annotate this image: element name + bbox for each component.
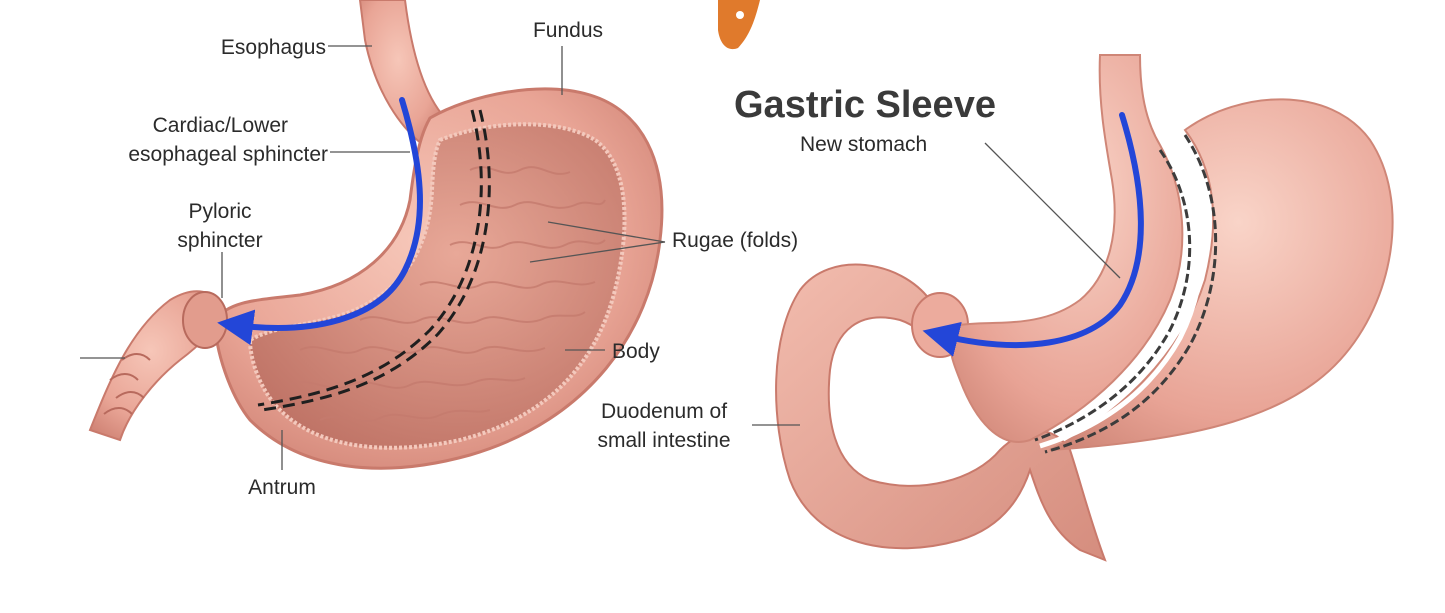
label-cardiac-line1: Cardiac/Lower — [152, 114, 288, 137]
staple-lines — [1034, 134, 1218, 454]
label-antrum: Antrum — [248, 476, 316, 499]
food-flow-arrow-right — [922, 112, 1144, 357]
page-title: Gastric Sleeve — [734, 84, 996, 126]
removed-stomach-portion — [1049, 98, 1394, 451]
right-duodenum — [775, 263, 1107, 562]
left-stomach — [88, 0, 664, 470]
right-stomach — [775, 54, 1394, 562]
label-duodenum-line2: small intestine — [597, 429, 731, 452]
label-new-stomach: New stomach — [800, 133, 928, 156]
sleeve-cut-line — [257, 109, 491, 412]
staple-gap — [1039, 140, 1205, 449]
stomach-interior — [247, 122, 627, 450]
label-cardiac-line2: esophageal sphincter — [128, 143, 328, 166]
leader-lines-right — [752, 142, 1121, 426]
label-fundus: Fundus — [532, 19, 604, 42]
label-body: Body — [612, 340, 660, 363]
label-esophagus: Esophagus — [220, 36, 326, 59]
rugae-folds — [289, 166, 606, 423]
pyloric-sphincter — [182, 291, 228, 349]
brand-logo — [718, 0, 760, 50]
label-pyloric-line1: Pyloric — [188, 200, 252, 223]
label-pyloric-line2: sphincter — [177, 229, 263, 252]
leader-lines-left — [80, 45, 666, 470]
label-duodenum-line1: Duodenum of — [600, 400, 728, 423]
food-flow-arrow-left — [217, 97, 423, 346]
label-rugae: Rugae (folds) — [672, 229, 799, 252]
